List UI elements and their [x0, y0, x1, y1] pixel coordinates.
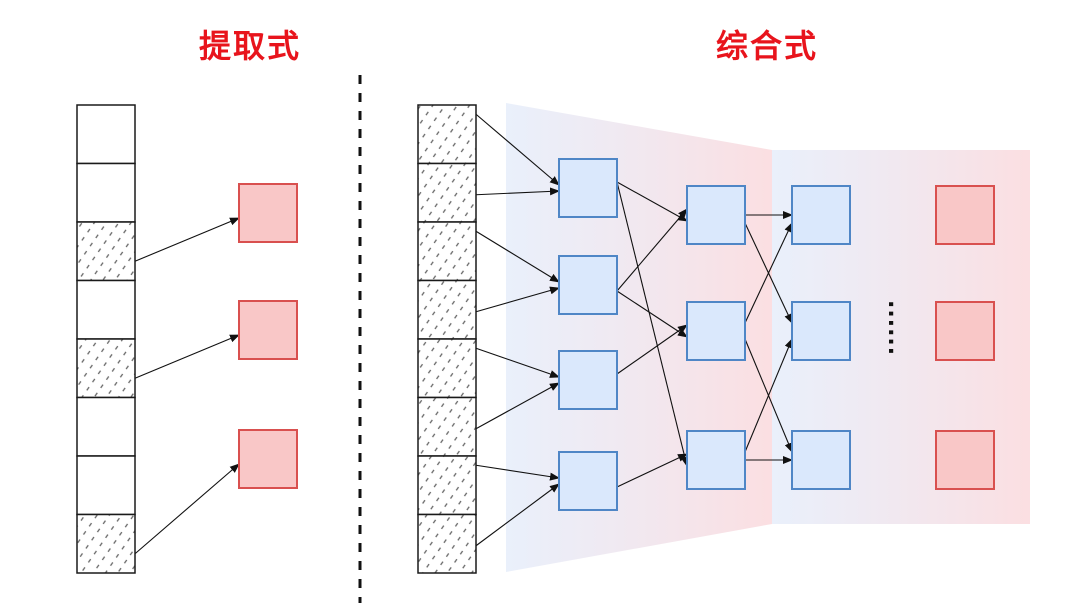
links-layer [134, 113, 793, 555]
extractive-sentence-cell-3 [76, 279, 136, 340]
abstractive-output-1 [935, 301, 995, 361]
extractive-output-2 [238, 429, 298, 489]
boxes-layer [76, 104, 995, 574]
abstractive-token-cell-7 [417, 513, 477, 574]
layer1-link-3 [616, 290, 688, 338]
input-link-4 [475, 347, 560, 378]
layer1-link-0 [616, 181, 688, 222]
abstractive-token-cell-4 [417, 338, 477, 399]
layer1-node-3 [558, 451, 618, 511]
extractive-title: 提取式 [199, 27, 302, 65]
layer1-node-2 [558, 350, 618, 410]
abstractive-output-0 [935, 185, 995, 245]
abstractive-token-cell-1 [417, 162, 477, 223]
layer2-link-2 [744, 222, 793, 324]
input-link-3 [475, 286, 560, 313]
extractive-sentence-cell-6 [76, 455, 136, 516]
layer1-link-5 [616, 453, 688, 488]
continuation-ellipsis: ...... [883, 300, 908, 357]
input-link-2 [475, 230, 560, 283]
layer2-node-1 [686, 301, 746, 361]
abstractive-title: 综合式 [716, 27, 819, 65]
abstractive-output-2 [935, 430, 995, 490]
layer2-link-4 [744, 338, 793, 453]
extractive-sentence-cell-4 [76, 338, 136, 399]
abstractive-token-cell-3 [417, 279, 477, 340]
abstractive-token-cell-5 [417, 396, 477, 457]
extractive-sentence-cell-7 [76, 513, 136, 574]
layer3-node-2 [791, 430, 851, 490]
layer2-node-0 [686, 185, 746, 245]
layer3-node-0 [791, 185, 851, 245]
input-link-6 [475, 464, 560, 481]
input-link-0 [475, 113, 560, 186]
extractive-sentence-cell-2 [76, 221, 136, 282]
abstractive-token-cell-0 [417, 104, 477, 165]
extractive-link-2 [134, 463, 240, 555]
layer1-node-0 [558, 158, 618, 218]
extractive-sentence-cell-0 [76, 104, 136, 165]
extractive-output-1 [238, 300, 298, 360]
layer1-node-1 [558, 255, 618, 315]
extractive-link-1 [134, 334, 240, 379]
extractive-output-0 [238, 183, 298, 243]
input-link-5 [475, 382, 560, 430]
abstractive-token-cell-2 [417, 221, 477, 282]
extractive-sentence-cell-5 [76, 396, 136, 457]
extractive-link-0 [134, 217, 240, 262]
layer1-link-1 [616, 181, 689, 467]
extractive-sentence-cell-1 [76, 162, 136, 223]
input-link-1 [475, 187, 560, 196]
layer3-node-1 [791, 301, 851, 361]
abstractive-token-cell-6 [417, 455, 477, 516]
layer2-node-2 [686, 430, 746, 490]
input-link-7 [475, 483, 560, 547]
layer1-link-4 [616, 324, 688, 375]
layer1-link-2 [616, 208, 688, 292]
